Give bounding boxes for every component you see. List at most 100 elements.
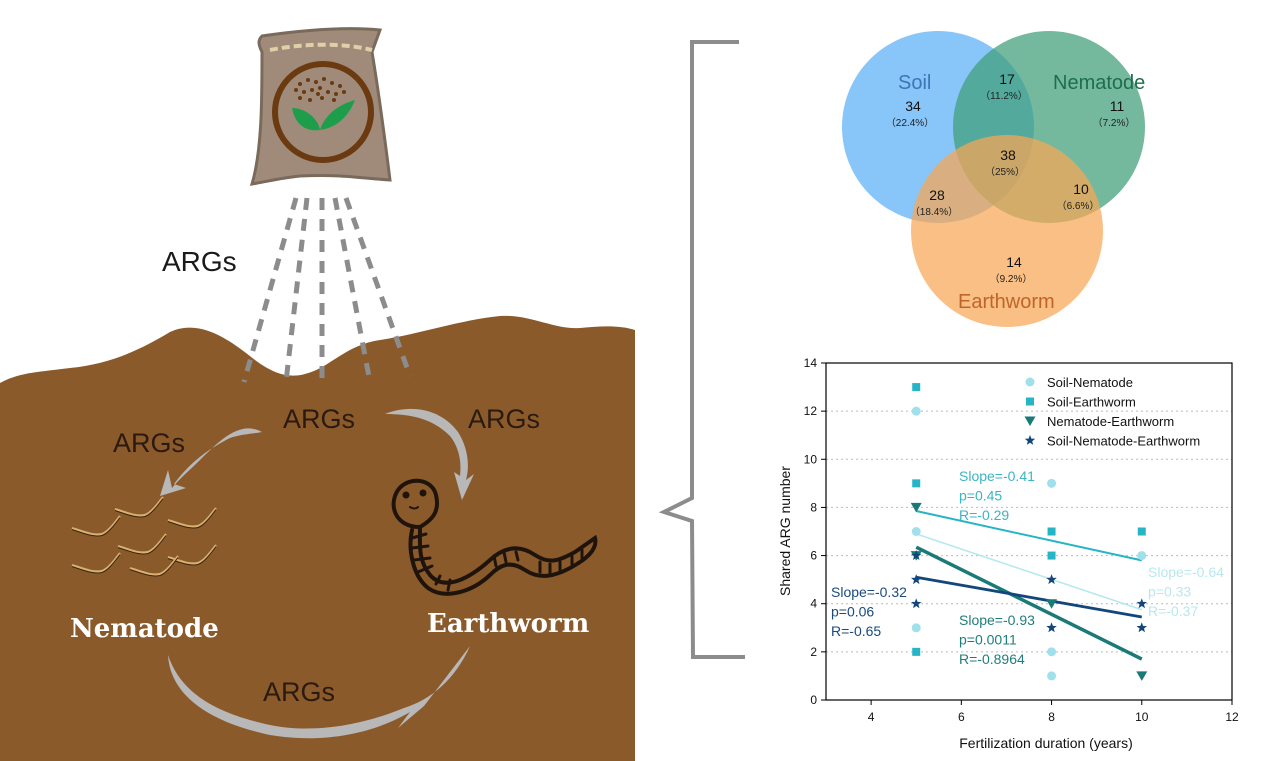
point-soil-earthworm — [912, 479, 921, 488]
y-tick-label: 10 — [804, 452, 818, 466]
spray-line — [343, 197, 413, 377]
y-tick-label: 4 — [810, 597, 817, 611]
venn-pct-nematode_earthworm: （6.6%） — [1057, 200, 1100, 212]
x-tick-label: 12 — [1225, 710, 1239, 724]
venn-circle-earthworm — [911, 135, 1103, 327]
earthworm-label: Earthworm — [427, 609, 589, 639]
x-tick-label: 10 — [1135, 710, 1149, 724]
seed-dot — [342, 90, 346, 94]
stat-annotation: Slope=-0.64 — [1148, 564, 1224, 580]
x-tick-label: 8 — [1048, 710, 1055, 724]
y-axis-label: Shared ARG number — [777, 466, 793, 596]
legend-label: Nematode-Earthworm — [1047, 414, 1174, 429]
arrow-to-nematode-icon — [160, 428, 262, 496]
legend-label: Soil-Nematode — [1047, 375, 1133, 390]
transfer-arrows — [160, 408, 474, 739]
point-soil-nematode-earthworm — [911, 550, 922, 560]
arrow-to-earthworm-icon — [385, 408, 474, 500]
spray-line — [283, 197, 310, 383]
spray-line — [241, 197, 299, 383]
point-soil-nematode-earthworm — [1046, 622, 1057, 633]
seed-dot — [334, 92, 338, 96]
point-soil-earthworm — [1047, 551, 1056, 560]
y-tick-label: 0 — [810, 693, 817, 707]
legend-marker — [1024, 435, 1036, 445]
point-nematode-earthworm — [1136, 671, 1148, 681]
venn-count-soil_earthworm: 28 — [929, 187, 945, 203]
stat-annotation: Slope=-0.93 — [959, 612, 1035, 628]
point-soil-nematode — [911, 527, 921, 536]
seed-dot — [314, 80, 318, 84]
venn-label-nematode: Nematode — [1053, 72, 1145, 94]
nematode-shadow — [167, 546, 217, 566]
point-soil-nematode — [911, 406, 921, 416]
chart-legend: Soil-NematodeSoil-EarthwormNematode-Eart… — [1024, 375, 1200, 449]
stat-annotation: R=-0.65 — [831, 623, 881, 639]
venn-pct-soil_earthworm: （18.4%） — [910, 206, 958, 218]
bottom-args-label: ARGs — [263, 677, 335, 707]
nematode-worm — [167, 507, 217, 528]
venn-count-soil_only: 34 — [905, 98, 921, 114]
point-soil-nematode — [1047, 671, 1057, 681]
soil-ground — [0, 315, 635, 761]
spray-line — [332, 197, 373, 383]
spray-lines — [241, 197, 413, 385]
stat-annotation: p=0.45 — [959, 488, 1002, 504]
plot-frame — [825, 362, 1233, 701]
seed-dot — [298, 82, 302, 86]
point-soil-nematode — [1047, 647, 1057, 657]
seed-dot — [302, 90, 306, 94]
y-tick-label: 14 — [804, 356, 818, 370]
venn-count-earthworm_only: 14 — [1006, 254, 1022, 270]
stat-annotation: R=-0.37 — [1148, 603, 1198, 619]
nematode-shadow — [114, 498, 164, 518]
fit-line-soil-earthworm — [916, 510, 1142, 562]
venn-label-earthworm: Earthworm — [958, 291, 1055, 313]
stat-annotation: p=0.33 — [1148, 584, 1191, 600]
venn-pct-nematode_only: （7.2%） — [1093, 117, 1136, 129]
venn-diagram: Soil Nematode Earthworm 34（22.4%）17（11.2… — [842, 31, 1145, 327]
venn-count-nematode_earthworm: 10 — [1073, 181, 1089, 197]
venn-pct-soil_nematode: （11.2%） — [980, 90, 1028, 102]
seed-dot — [330, 81, 334, 85]
point-soil-nematode-earthworm — [1136, 622, 1147, 633]
nematode-shadow — [129, 557, 179, 577]
x-axis-label: Fertilization duration (years) — [959, 735, 1133, 751]
seed-dot — [332, 98, 336, 102]
nematode-worm — [167, 544, 217, 565]
nematode-worm — [114, 496, 164, 517]
seed-dot — [316, 92, 320, 96]
nematode-worm — [71, 552, 121, 573]
venn-count-all_three: 38 — [1000, 147, 1016, 163]
arrow-nematode-to-earthworm-icon — [168, 646, 470, 739]
x-tick-label: 4 — [868, 710, 875, 724]
soil-earthworm-args-label: ARGs — [468, 404, 540, 434]
point-soil-nematode-earthworm — [1136, 598, 1147, 609]
bracket-divider — [658, 40, 745, 659]
seed-dot — [338, 84, 342, 88]
seed-dot — [306, 78, 310, 82]
seed-dot — [294, 88, 298, 92]
nematode-shadow — [71, 517, 121, 537]
soil-center-args-label: ARGs — [283, 404, 355, 434]
stat-annotation: p=0.0011 — [959, 632, 1017, 648]
point-soil-earthworm — [1137, 527, 1146, 536]
point-soil-nematode-earthworm — [1046, 574, 1057, 585]
point-soil-nematode-earthworm — [911, 598, 922, 609]
point-soil-nematode-earthworm — [911, 574, 922, 585]
nematode-label: Nematode — [70, 614, 219, 644]
earthworm-icon — [391, 478, 598, 596]
nematode-shadow — [117, 535, 167, 555]
point-nematode-earthworm — [910, 502, 922, 513]
point-soil-earthworm — [912, 383, 921, 392]
venn-count-nematode_only: 11 — [1110, 98, 1125, 114]
nematode-shadow — [71, 554, 121, 574]
legend-label: Soil-Earthworm — [1047, 395, 1136, 410]
legend-marker — [1025, 377, 1035, 387]
point-soil-nematode — [1047, 478, 1057, 488]
venn-count-soil_nematode: 17 — [999, 71, 1015, 87]
stat-annotation: p=0.06 — [831, 604, 874, 620]
x-tick-label: 6 — [958, 710, 965, 724]
